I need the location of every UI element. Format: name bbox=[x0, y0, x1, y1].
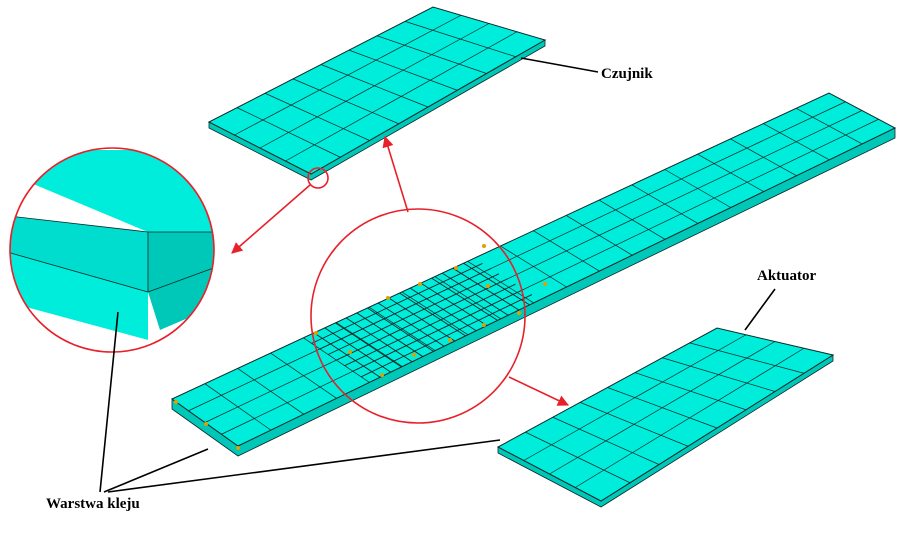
node-marker bbox=[204, 422, 208, 426]
beam-mesh-line-short bbox=[500, 245, 567, 288]
beam-mesh-line-short bbox=[270, 352, 337, 399]
bond-mesh-line-short bbox=[345, 317, 413, 363]
sensor-mesh-lines bbox=[234, 14, 518, 162]
actuator-mesh-line-short bbox=[689, 342, 805, 374]
beam-mesh-line-short bbox=[664, 169, 731, 208]
leader-aktuator bbox=[744, 288, 776, 331]
node-marker bbox=[412, 353, 416, 357]
bond-mesh-line-short bbox=[399, 292, 466, 337]
actuator-mesh-line-short bbox=[579, 402, 689, 447]
bond-mesh-line-short bbox=[420, 282, 488, 326]
node-marker bbox=[482, 244, 486, 248]
node-marker bbox=[348, 350, 352, 354]
node-markers bbox=[174, 244, 547, 450]
bond-mesh-line-short bbox=[431, 277, 498, 321]
node-marker bbox=[174, 400, 178, 404]
sensor-mesh-line-short bbox=[264, 92, 370, 141]
arrow-to-sensor bbox=[382, 135, 409, 213]
leader-warstwa-actuator bbox=[107, 439, 501, 493]
leader-warstwa-zoom bbox=[99, 311, 119, 493]
leader-warstwa-beam bbox=[103, 448, 209, 493]
actuator-mesh-line-short bbox=[662, 357, 776, 392]
bond-mesh-line-short bbox=[356, 312, 424, 357]
beam-mesh-line-short bbox=[763, 123, 830, 161]
actuator-mesh-lines bbox=[523, 334, 805, 488]
node-marker bbox=[486, 284, 490, 288]
beam-mesh-line-short bbox=[204, 383, 272, 431]
bond-mesh-line-short bbox=[441, 272, 509, 316]
beam-top-face bbox=[171, 92, 897, 447]
beam-mesh-line-short bbox=[566, 215, 633, 256]
bond-mesh-line-short bbox=[377, 302, 445, 347]
sensor-mesh-line-short bbox=[320, 64, 429, 108]
sensor-corner-marker-circle bbox=[307, 167, 329, 189]
actuator-mesh-line-short bbox=[552, 416, 660, 465]
actuator-mesh-line-short bbox=[525, 431, 631, 484]
node-marker bbox=[380, 373, 384, 377]
beam-mesh-line-short bbox=[795, 107, 863, 145]
adhesive-zoom-detail bbox=[10, 148, 214, 352]
arrow-to-zoom bbox=[231, 184, 311, 254]
actuator-mesh-line-short bbox=[607, 387, 718, 429]
bonded-region-mesh bbox=[311, 262, 533, 378]
node-marker bbox=[517, 311, 521, 315]
beam-mesh-line-short bbox=[697, 153, 764, 192]
zoom-callout-circle bbox=[9, 147, 215, 353]
bonded-region-callout-circle bbox=[310, 208, 526, 424]
bond-mesh-line-short bbox=[463, 262, 530, 306]
label-czujnik: Czujnik bbox=[601, 66, 653, 82]
actuator-plate bbox=[496, 327, 835, 502]
node-marker bbox=[418, 282, 422, 286]
node-marker bbox=[314, 331, 318, 335]
actuator-mesh-line-short bbox=[634, 372, 747, 411]
sensor-mesh-line-short bbox=[348, 49, 458, 91]
bond-mesh-line-short bbox=[367, 307, 434, 352]
node-marker bbox=[386, 296, 390, 300]
beam-mesh-line-short bbox=[730, 138, 797, 177]
sensor-mesh-line-short bbox=[292, 78, 399, 125]
bond-mesh-line-short bbox=[335, 322, 402, 368]
bond-mesh-line-short bbox=[409, 287, 477, 332]
beam-mesh-line-short bbox=[598, 199, 666, 240]
arrow-to-actuator bbox=[508, 376, 570, 406]
bond-mesh-line-short bbox=[388, 297, 456, 342]
leader-czujnik bbox=[520, 57, 599, 73]
bond-mesh-line-short bbox=[324, 327, 392, 373]
sensor-plate bbox=[207, 6, 547, 175]
bond-mesh-line-short bbox=[452, 267, 520, 311]
bond-mesh-line-short bbox=[313, 332, 381, 378]
label-warstwa-kleju: Warstwa kleju bbox=[46, 496, 140, 512]
beam-mesh-line-short bbox=[631, 184, 699, 224]
label-aktuator: Aktuator bbox=[757, 268, 817, 284]
beam-mesh-line-short bbox=[237, 368, 304, 415]
node-marker bbox=[482, 323, 486, 327]
sensor-mesh-line-short bbox=[404, 21, 516, 58]
sensor-mesh-line-short bbox=[376, 35, 487, 74]
beam-mesh-line-short bbox=[533, 230, 600, 272]
node-marker bbox=[236, 446, 240, 450]
node-marker bbox=[448, 338, 452, 342]
node-marker bbox=[543, 282, 547, 286]
sensor-mesh-line-short bbox=[236, 107, 341, 158]
node-marker bbox=[454, 266, 458, 270]
